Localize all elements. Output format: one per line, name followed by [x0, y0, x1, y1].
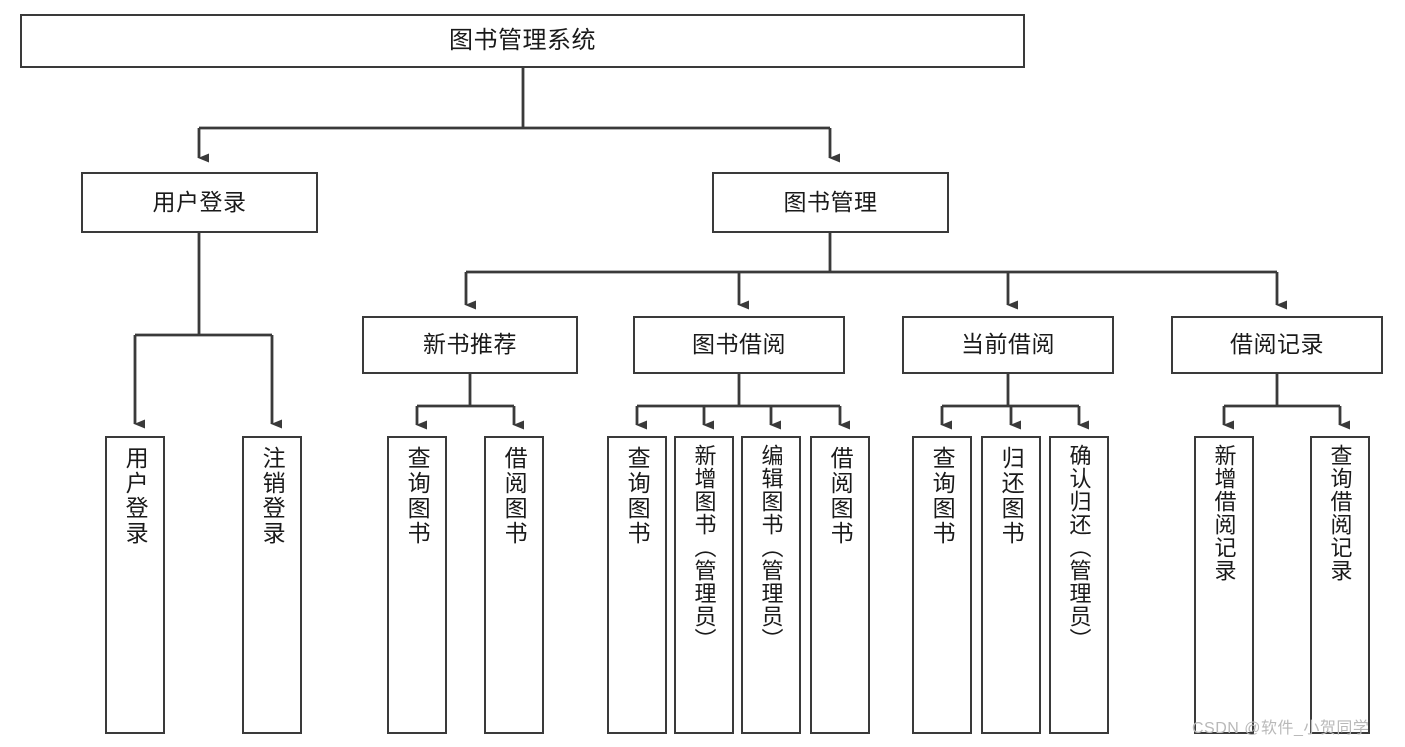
node-leaf-query-borrow-record[interactable]: 查询借阅记录 [1310, 436, 1370, 734]
node-leaf-edit-book-admin[interactable]: 编辑图书（管理员） [741, 436, 801, 734]
node-label: 用户登录 [122, 446, 149, 546]
node-label: 确认归还（管理员） [1066, 444, 1092, 651]
node-leaf-borrow-book[interactable]: 借阅图书 [810, 436, 870, 734]
node-label: 归还图书 [998, 446, 1025, 546]
node-label: 新增借阅记录 [1211, 444, 1237, 582]
node-current-borrow[interactable]: 当前借阅 [902, 316, 1114, 374]
node-label: 查询借阅记录 [1327, 444, 1353, 582]
node-label: 借阅图书 [827, 446, 854, 546]
node-label: 查询图书 [624, 446, 651, 546]
node-borrow-record[interactable]: 借阅记录 [1171, 316, 1383, 374]
node-leaf-query-book-recommend[interactable]: 查询图书 [387, 436, 447, 734]
node-leaf-add-borrow-record[interactable]: 新增借阅记录 [1194, 436, 1254, 734]
node-user-login[interactable]: 用户登录 [81, 172, 318, 233]
node-leaf-user-login[interactable]: 用户登录 [105, 436, 165, 734]
node-label: 当前借阅 [961, 331, 1055, 358]
node-label: 新增图书（管理员） [691, 444, 717, 651]
node-new-book-recommend[interactable]: 新书推荐 [362, 316, 578, 374]
watermark-text: CSDN @软件_小贺同学 [1192, 720, 1370, 737]
node-leaf-query-book-current[interactable]: 查询图书 [912, 436, 972, 734]
node-label: 图书管理 [783, 188, 878, 215]
node-label: 图书管理系统 [449, 26, 596, 54]
node-leaf-logout[interactable]: 注销登录 [242, 436, 302, 734]
node-leaf-confirm-return-admin[interactable]: 确认归还（管理员） [1049, 436, 1109, 734]
node-leaf-borrow-book-recommend[interactable]: 借阅图书 [484, 436, 544, 734]
node-book-borrow[interactable]: 图书借阅 [633, 316, 845, 374]
node-root-book-management-system[interactable]: 图书管理系统 [20, 14, 1025, 68]
node-label: 查询图书 [404, 446, 431, 546]
node-label: 编辑图书（管理员） [758, 444, 784, 651]
node-leaf-add-book-admin[interactable]: 新增图书（管理员） [674, 436, 734, 734]
node-label: 查询图书 [929, 446, 956, 546]
node-label: 借阅图书 [501, 446, 528, 546]
node-label: 用户登录 [152, 188, 247, 215]
node-label: 图书借阅 [692, 331, 786, 358]
node-label: 注销登录 [259, 446, 286, 546]
node-leaf-query-book-borrow[interactable]: 查询图书 [607, 436, 667, 734]
node-leaf-return-book[interactable]: 归还图书 [981, 436, 1041, 734]
node-label: 借阅记录 [1230, 331, 1324, 358]
node-label: 新书推荐 [423, 331, 517, 358]
node-book-management[interactable]: 图书管理 [712, 172, 949, 233]
